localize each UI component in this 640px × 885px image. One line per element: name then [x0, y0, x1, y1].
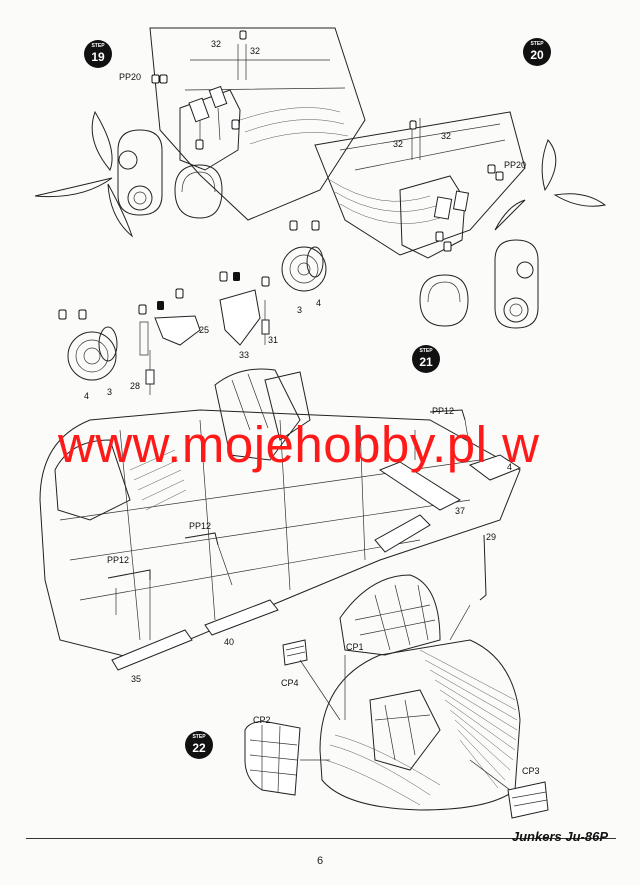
- step-22-drawing: [244, 534, 549, 819]
- label-s21-pp12-top: PP12: [432, 406, 454, 416]
- label-s21-37: 37: [455, 506, 465, 516]
- label-right-4: 4: [316, 298, 321, 308]
- label-s22-cp3: CP3: [522, 766, 540, 776]
- label-s22-29: 29: [486, 532, 496, 542]
- label-s20-pp20: PP20: [504, 160, 526, 170]
- label-s21-pp12-left: PP12: [107, 555, 129, 565]
- label-s20-32b: 32: [441, 131, 451, 141]
- label-s22-cp1: CP1: [346, 642, 364, 652]
- label-left-4: 4: [84, 391, 89, 401]
- label-s21-4: 4: [507, 462, 512, 472]
- wheel-icons: [58, 220, 320, 320]
- left-wheel-group: [67, 315, 201, 395]
- svg-text:22: 22: [192, 741, 206, 755]
- label-s19-32b: 32: [250, 46, 260, 56]
- label-s20-32a: 32: [393, 139, 403, 149]
- step-19-icons: [151, 30, 247, 150]
- step-21-drawing: [39, 368, 522, 671]
- label-s21-40: 40: [224, 637, 234, 647]
- label-right-33: 33: [239, 350, 249, 360]
- footer-title: Junkers Ju-86P: [511, 829, 608, 844]
- svg-text:20: 20: [530, 48, 544, 62]
- svg-text:STEP: STEP: [530, 41, 544, 47]
- label-s19-pp20: PP20: [119, 72, 141, 82]
- label-right-31: 31: [268, 335, 278, 345]
- label-s21-pp12-mid: PP12: [189, 521, 211, 531]
- svg-text:19: 19: [91, 50, 105, 64]
- svg-text:STEP: STEP: [192, 734, 206, 740]
- watermark-text: www.mojehobby.pl w: [58, 416, 540, 473]
- step-19-drawing: [34, 27, 366, 238]
- step-20-icons: [409, 120, 504, 252]
- svg-text:STEP: STEP: [91, 43, 105, 49]
- step-20-badge: STEP 20: [523, 38, 551, 66]
- step-19-badge: STEP 19: [84, 40, 112, 68]
- label-s21-35: 35: [131, 674, 141, 684]
- right-wheel-group: [219, 246, 327, 346]
- label-s19-32a: 32: [211, 39, 221, 49]
- step-22-badge: STEP 22: [185, 731, 213, 759]
- label-s22-cp2: CP2: [253, 715, 271, 725]
- label-left-3: 3: [107, 387, 112, 397]
- step-20-drawing: [314, 111, 607, 329]
- label-right-3: 3: [297, 305, 302, 315]
- svg-text:21: 21: [419, 355, 433, 369]
- step-21-badge: STEP 21: [412, 345, 440, 373]
- footer-rule: [26, 838, 616, 839]
- label-s22-cp4: CP4: [281, 678, 299, 688]
- label-left-25: 25: [199, 325, 209, 335]
- label-left-28: 28: [130, 381, 140, 391]
- page-number: 6: [316, 855, 324, 867]
- svg-text:STEP: STEP: [419, 348, 433, 354]
